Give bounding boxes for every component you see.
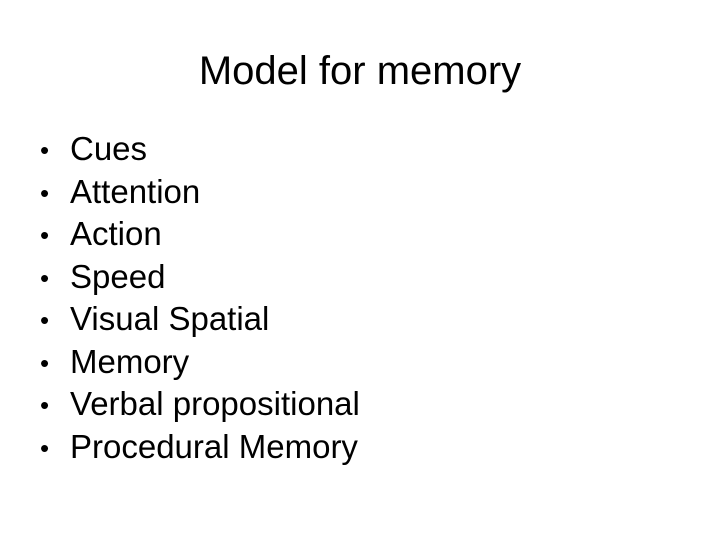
list-item[interactable]: • Memory — [40, 341, 680, 384]
bullet-dot-icon: • — [40, 390, 50, 420]
list-item[interactable]: • Verbal propositional — [40, 383, 680, 426]
list-item[interactable]: • Attention — [40, 171, 680, 214]
list-item-label: Action — [70, 215, 162, 252]
list-item-label: Visual Spatial — [70, 300, 270, 337]
bullet-dot-icon: • — [40, 220, 50, 250]
page-title: Model for memory — [198, 49, 522, 93]
list-item[interactable]: • Procedural Memory — [40, 426, 680, 469]
bullet-dot-icon: • — [40, 305, 50, 335]
list-item-label: Attention — [70, 172, 201, 210]
list-item[interactable]: • Action — [40, 213, 680, 256]
bullet-dot-icon: • — [40, 177, 50, 208]
list-item-label: Memory — [70, 342, 190, 380]
bullet-dot-icon: • — [40, 135, 50, 165]
list-item-label: Verbal propositional — [70, 385, 360, 422]
list-item-label: Speed — [70, 257, 166, 295]
list-item-label: Cues — [70, 130, 148, 167]
bullet-list: • Cues • Attention • Action • Speed • Vi… — [40, 128, 680, 468]
list-item[interactable]: • Cues — [40, 128, 680, 171]
list-item[interactable]: • Speed — [40, 256, 680, 299]
bullet-dot-icon: • — [40, 347, 50, 378]
bullet-dot-icon: • — [40, 262, 50, 293]
list-item[interactable]: • Visual Spatial — [40, 298, 680, 341]
bullet-dot-icon: • — [40, 432, 50, 463]
list-item-label: Procedural Memory — [70, 427, 358, 465]
